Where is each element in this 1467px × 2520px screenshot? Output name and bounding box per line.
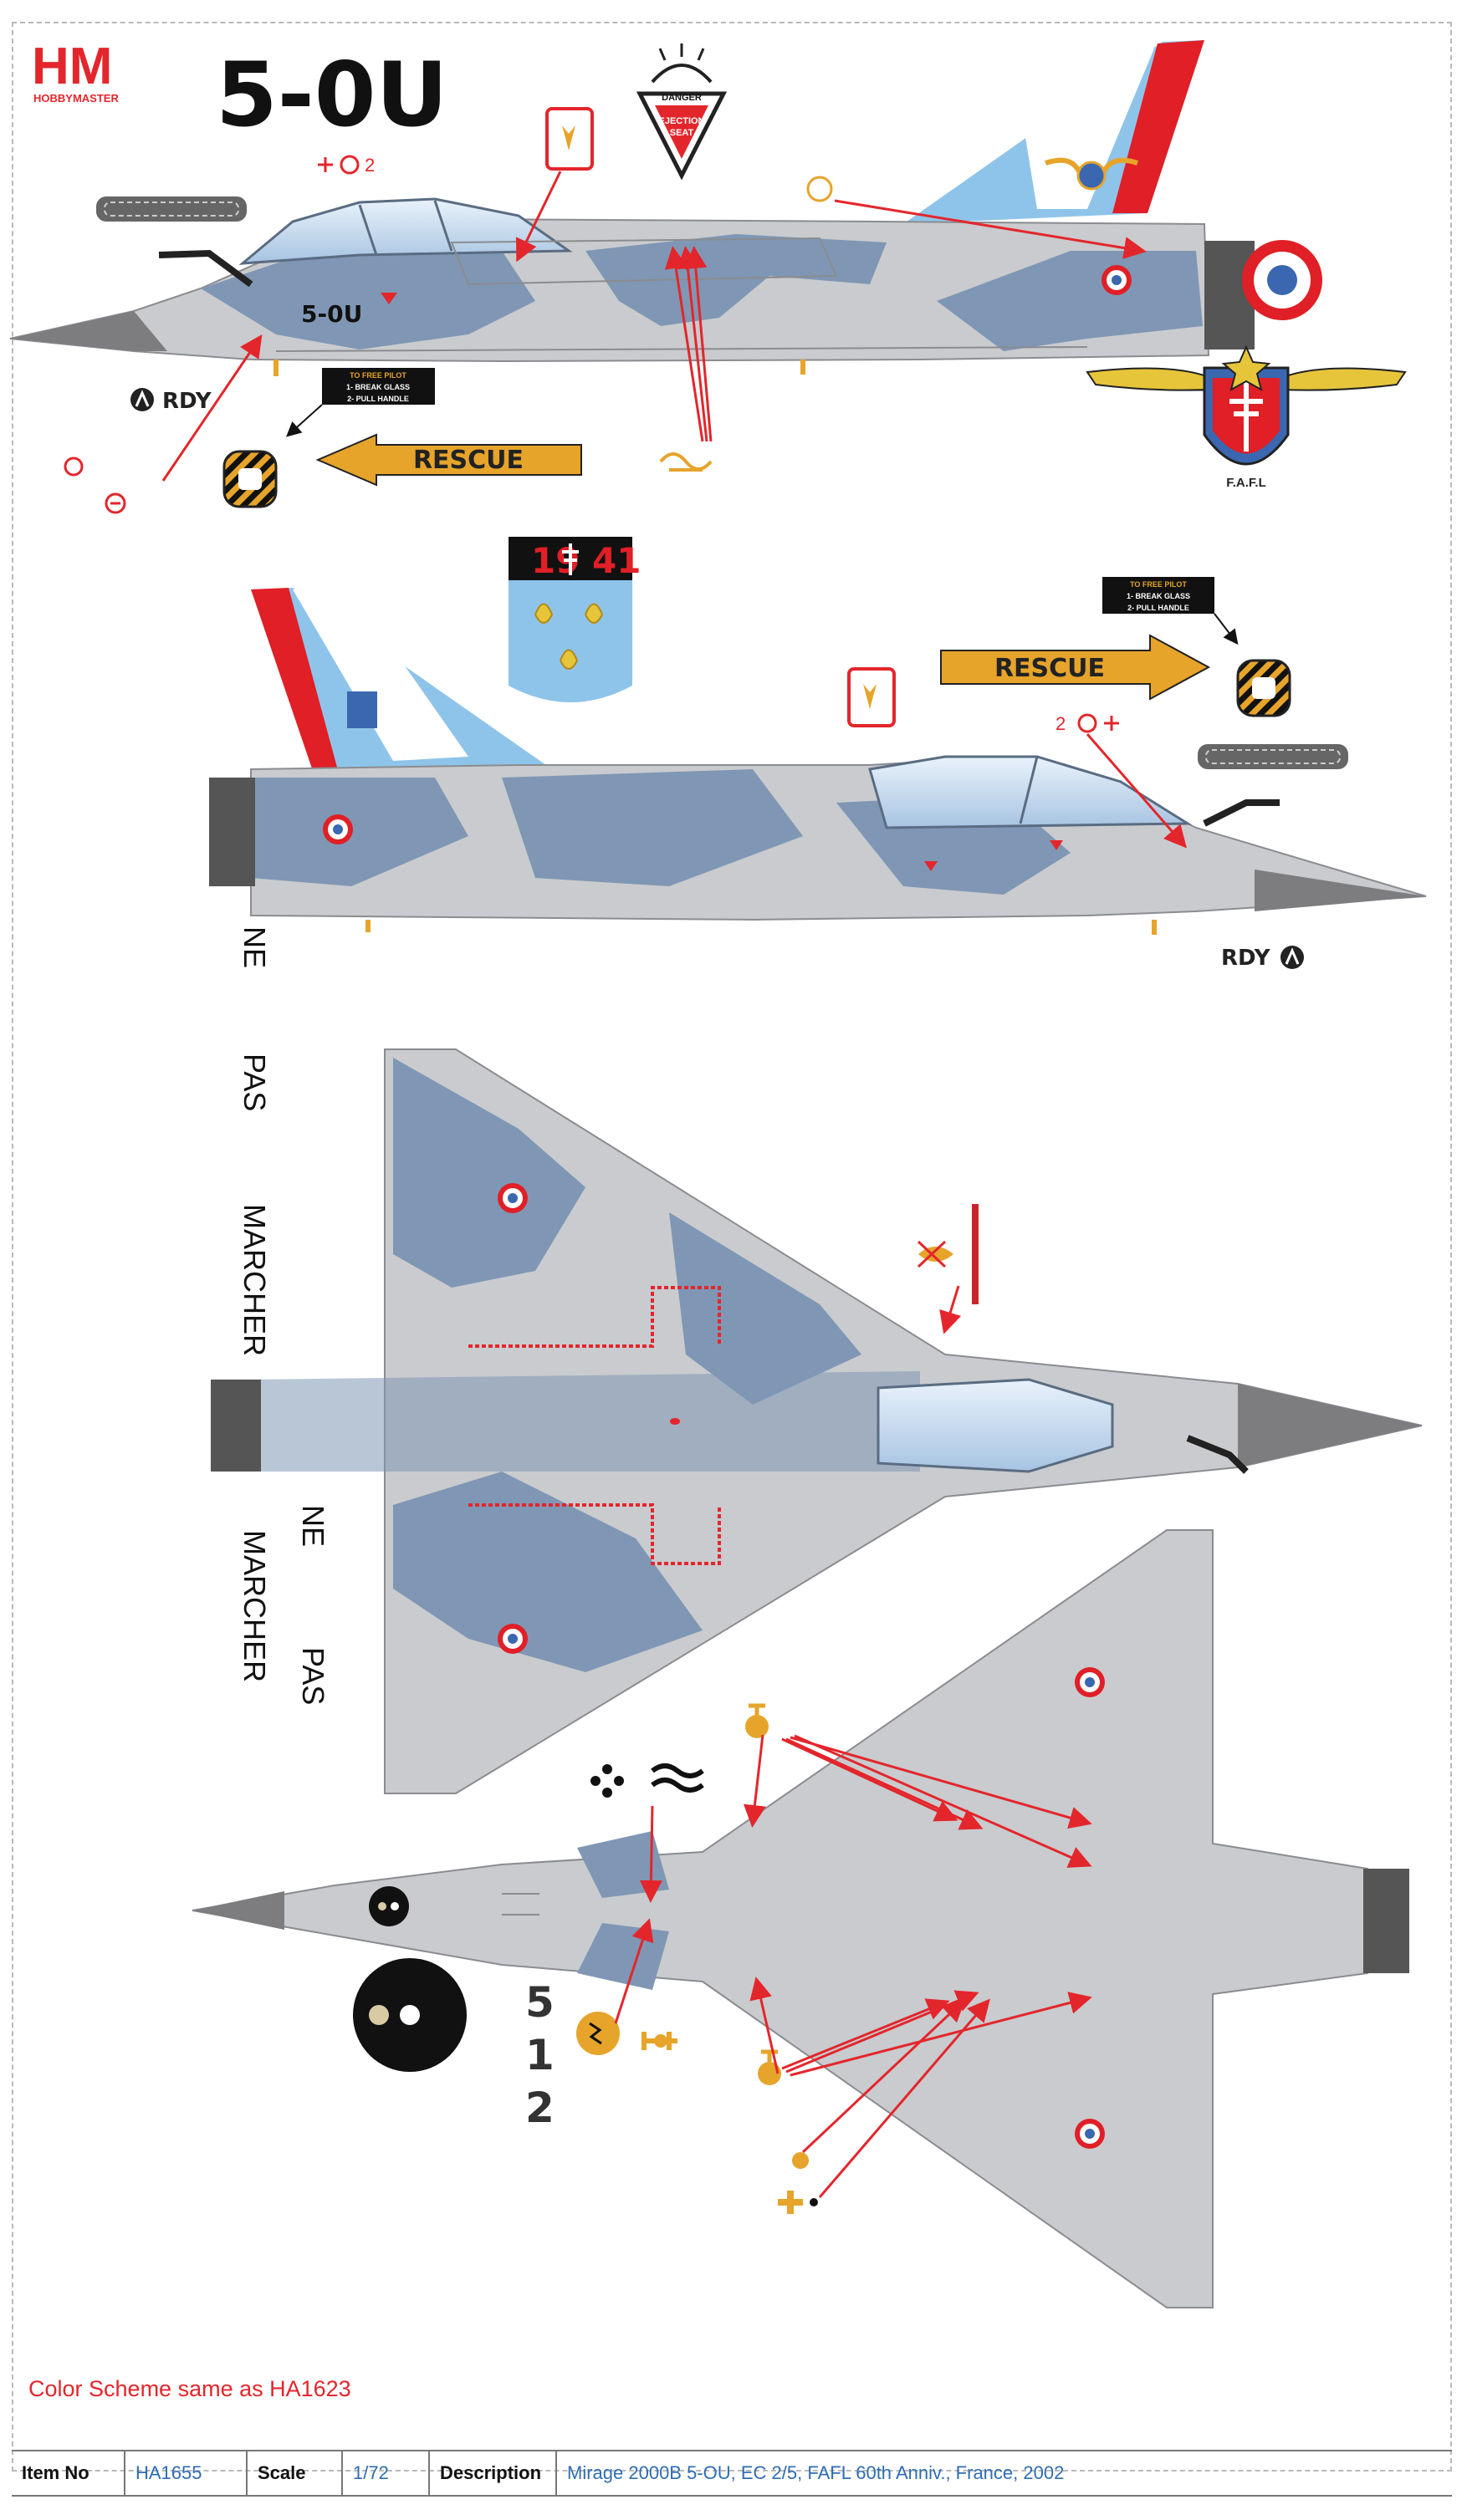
upper-canopy-rail-decal bbox=[96, 196, 247, 222]
svg-text:PAS: PAS bbox=[238, 1053, 272, 1111]
lower-planform bbox=[192, 1529, 1409, 2308]
ejection-handle-card-top bbox=[545, 107, 594, 171]
description-label: Description bbox=[430, 2451, 557, 2495]
svg-text:1- BREAK GLASS: 1- BREAK GLASS bbox=[1127, 592, 1190, 600]
logo-sub: HOBBYMASTER bbox=[33, 92, 119, 105]
svg-text:SEAT: SEAT bbox=[670, 128, 694, 138]
svg-text:RDY: RDY bbox=[1221, 946, 1271, 971]
description-value: Mirage 2000B 5-OU, EC 2/5, FAFL 60th Ann… bbox=[567, 2462, 1065, 2483]
svg-text:2- PULL HANDLE: 2- PULL HANDLE bbox=[347, 395, 409, 403]
rdy-decal-top: RDY bbox=[130, 388, 212, 414]
ventral-digit-3: 2 bbox=[525, 2084, 555, 2132]
upper-planform bbox=[211, 1048, 1423, 1794]
scale-label: Scale bbox=[248, 2451, 343, 2495]
rescue-arrow-icon-top: RESCUE bbox=[315, 433, 582, 487]
ejection-handle-card-mid bbox=[847, 667, 896, 727]
lower-callout-arrows bbox=[614, 1734, 1092, 2198]
ventral-digit-1: 5 bbox=[525, 1978, 555, 2027]
svg-text:MARCHER: MARCHER bbox=[238, 1204, 272, 1356]
canopy-rail-decal-mid bbox=[1198, 744, 1348, 769]
rescue-arrow-icon-mid: RESCUE bbox=[940, 634, 1211, 701]
hazard-handle-decal-top bbox=[222, 450, 278, 508]
svg-text:RESCUE: RESCUE bbox=[413, 446, 524, 475]
free-pilot-placard-top: TO FREE PILOT 1- BREAK GLASS 2- PULL HAN… bbox=[286, 368, 435, 437]
svg-text:RDY: RDY bbox=[162, 389, 212, 414]
svg-text:PAS: PAS bbox=[296, 1647, 330, 1705]
svg-text:2: 2 bbox=[365, 155, 375, 176]
svg-text:MARCHER: MARCHER bbox=[238, 1530, 272, 1682]
fleur-de-lis-shield-icon: 19 41 bbox=[509, 537, 641, 702]
rdy-decal-mid: RDY bbox=[1221, 946, 1304, 971]
ventral-digit-2: 1 bbox=[525, 2031, 555, 2079]
walkway-stencils: NE PAS MARCHER NE MARCHER PAS bbox=[238, 926, 330, 1705]
svg-text:DANGER: DANGER bbox=[662, 93, 702, 103]
svg-text:NE: NE bbox=[296, 1505, 330, 1547]
item-no-value: HA1655 bbox=[125, 2451, 248, 2495]
item-no-label: Item No bbox=[12, 2451, 125, 2495]
lower-decals: 5 1 2 bbox=[353, 1703, 818, 2214]
svg-text:1- BREAK GLASS: 1- BREAK GLASS bbox=[346, 383, 410, 391]
side-profile-left: 5-0U bbox=[9, 40, 1255, 376]
svg-text:F.A.F.L: F.A.F.L bbox=[1226, 476, 1266, 490]
svg-text:TO FREE PILOT: TO FREE PILOT bbox=[1130, 580, 1187, 589]
marker-plus-ring-mid: 2 bbox=[1056, 713, 1187, 849]
marker-plus-ring-top: 2 bbox=[318, 155, 375, 176]
upper-callouts bbox=[917, 1204, 979, 1334]
roundel-icon bbox=[1242, 240, 1322, 320]
scale-value: 1/72 bbox=[343, 2451, 430, 2495]
color-scheme-note: Color Scheme same as HA1623 bbox=[28, 2376, 351, 2401]
side-profile-right bbox=[209, 588, 1427, 935]
callout-arrows-top bbox=[161, 171, 1147, 482]
fafl-wings-badge-icon: F.A.F.L bbox=[1086, 344, 1407, 490]
sheet-border bbox=[12, 22, 1452, 2472]
big-code-decal: 5-0U bbox=[216, 43, 448, 146]
svg-text:41: 41 bbox=[592, 540, 641, 581]
hazard-handle-decal-mid bbox=[1236, 659, 1291, 717]
hobbymaster-logo: HM HOBBYMASTER bbox=[32, 38, 119, 105]
svg-text:RESCUE: RESCUE bbox=[994, 654, 1105, 683]
svg-text:EJECTION: EJECTION bbox=[658, 116, 704, 126]
canopy-handle-icon-top bbox=[64, 457, 126, 514]
svg-text:2- PULL HANDLE: 2- PULL HANDLE bbox=[1127, 604, 1189, 612]
free-pilot-placard-mid: TO FREE PILOT 1- BREAK GLASS 2- PULL HAN… bbox=[1102, 577, 1239, 645]
danger-triangle-icon: DANGER EJECTION SEAT bbox=[636, 43, 728, 181]
svg-text:TO FREE PILOT: TO FREE PILOT bbox=[350, 371, 406, 380]
svg-text:NE: NE bbox=[238, 926, 272, 968]
svg-text:2: 2 bbox=[1056, 713, 1066, 734]
nose-code-top: 5-0U bbox=[301, 300, 362, 328]
item-info-bar: Item No HA1655 Scale 1/72 Description Mi… bbox=[12, 2450, 1452, 2497]
logo-letters: HM bbox=[32, 38, 112, 95]
lightning-decal-top bbox=[659, 176, 833, 472]
